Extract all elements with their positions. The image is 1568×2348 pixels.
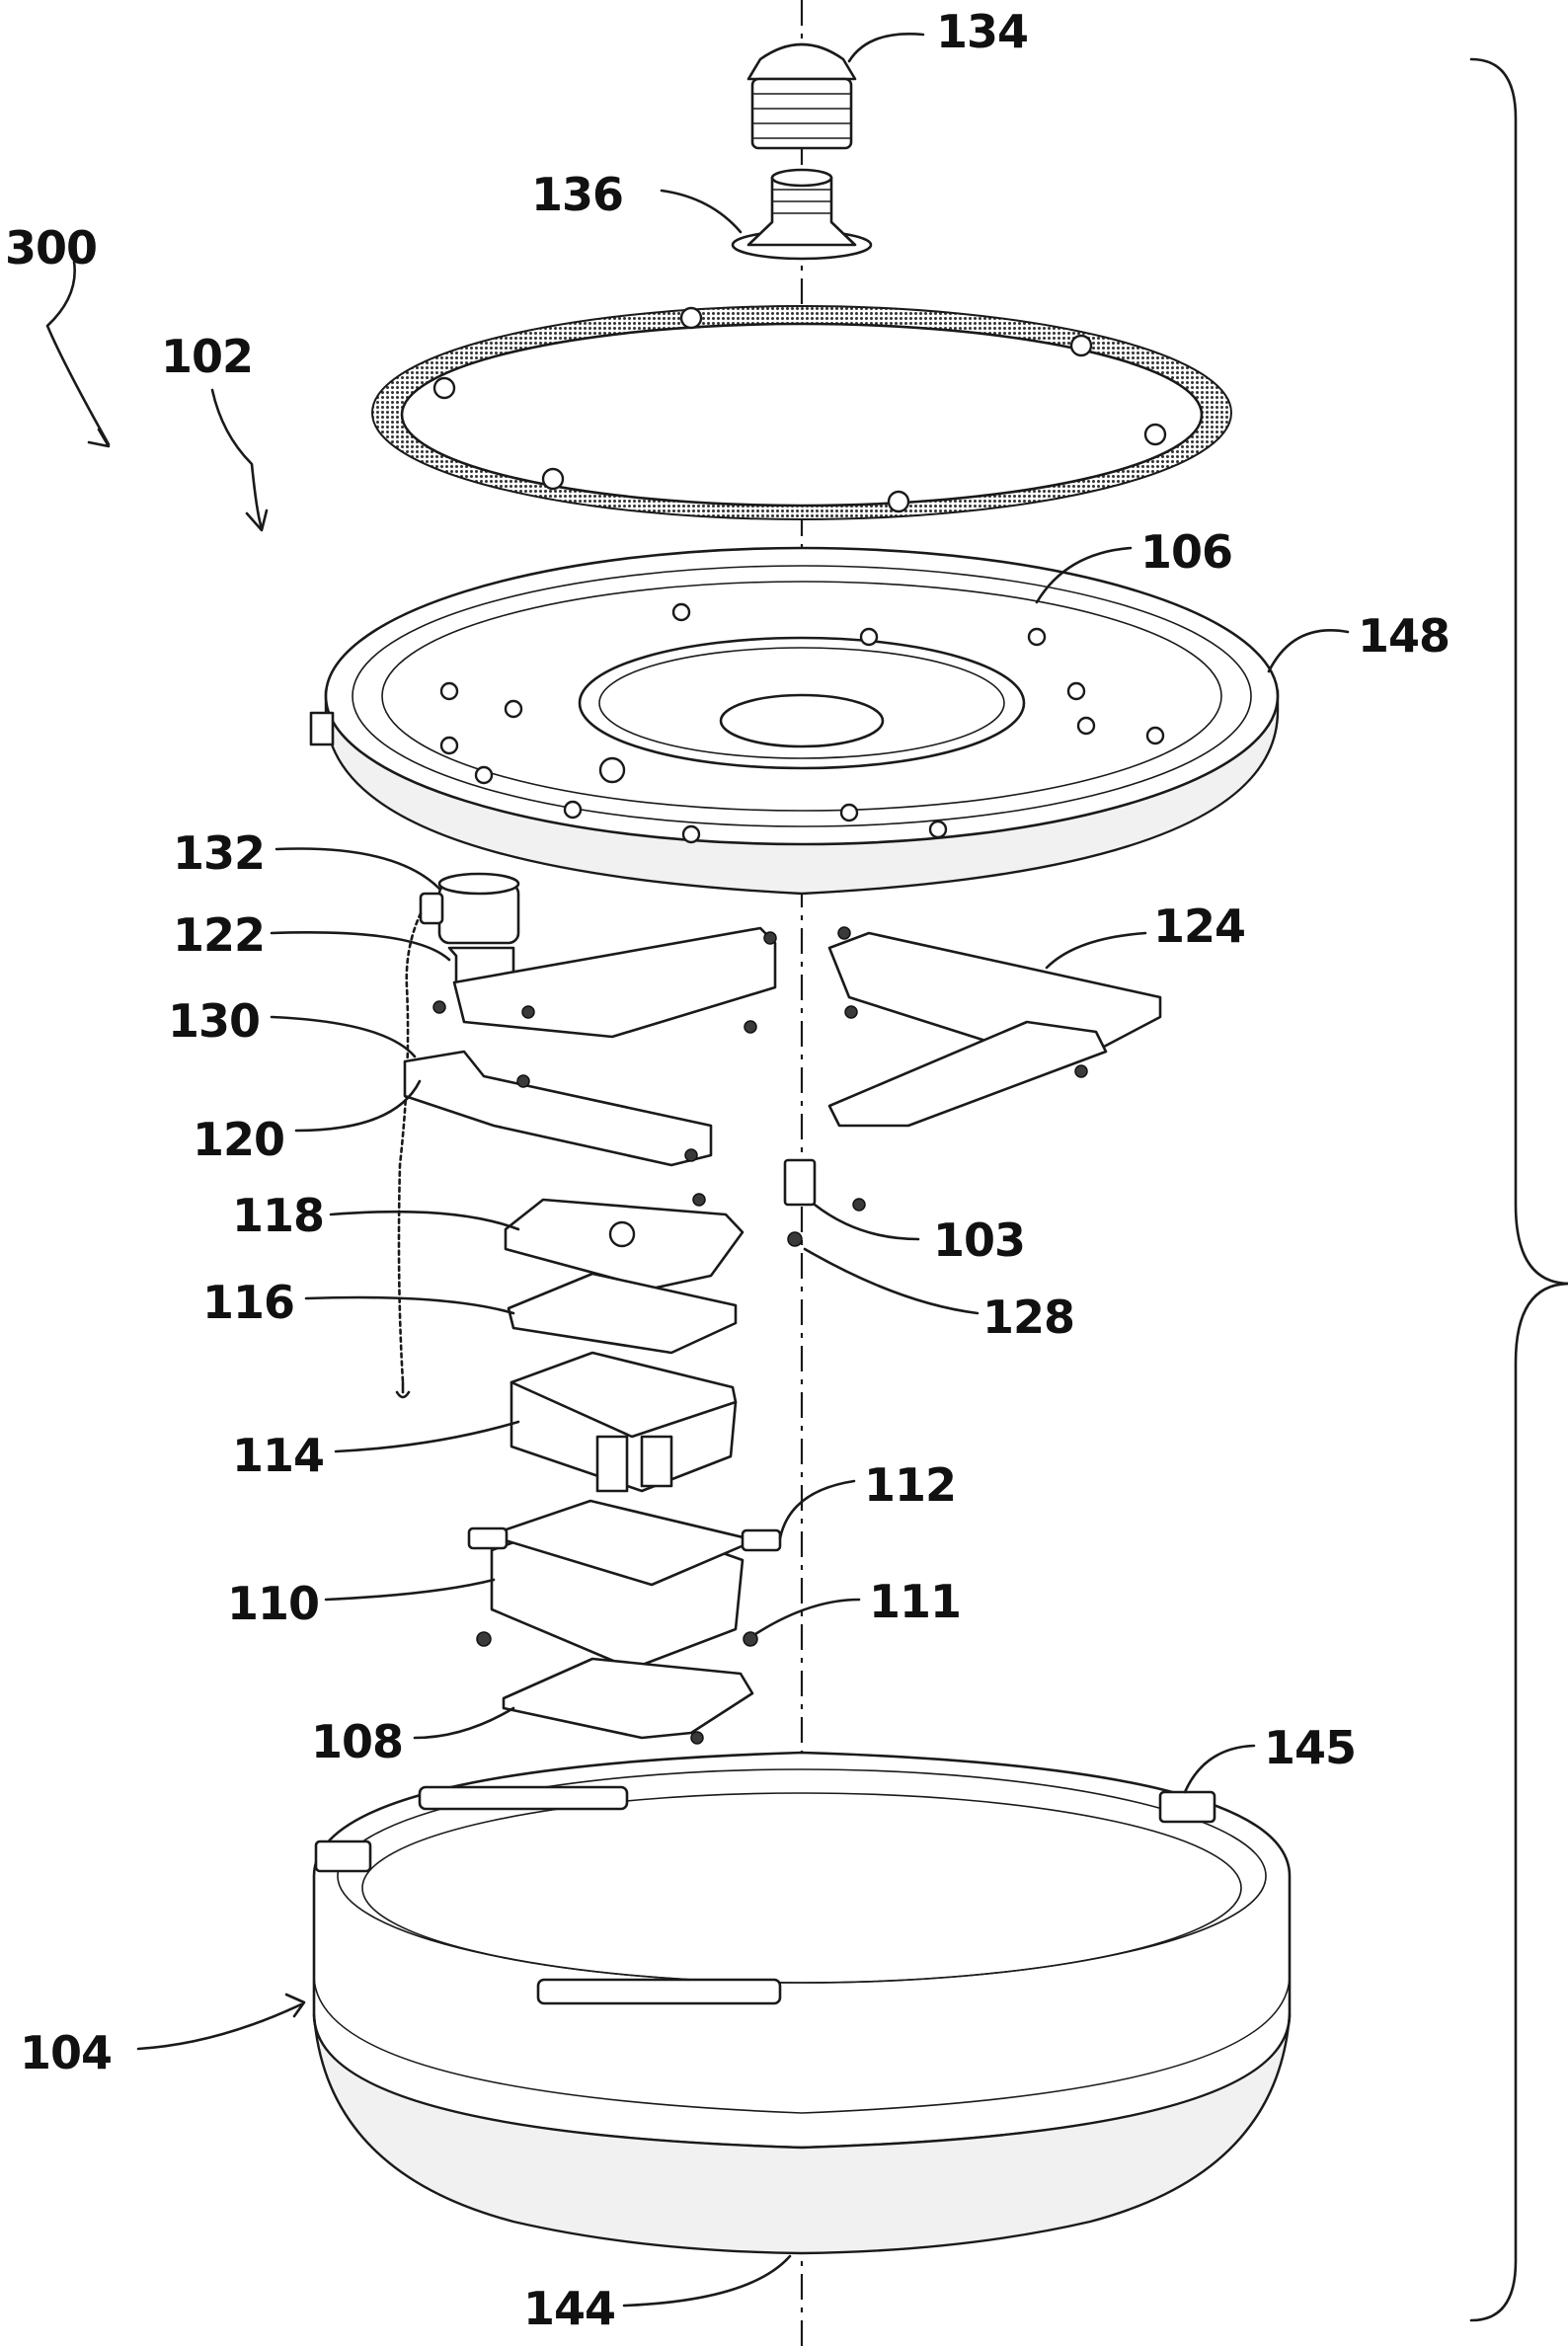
label-106: 106 bbox=[1140, 525, 1232, 579]
label-300: 300 bbox=[5, 221, 97, 274]
label-116: 116 bbox=[202, 1276, 294, 1329]
label-128: 128 bbox=[982, 1291, 1074, 1344]
part-116-insulating-pad bbox=[509, 1274, 736, 1353]
label-114: 114 bbox=[232, 1429, 324, 1482]
label-132: 132 bbox=[173, 826, 265, 880]
label-110: 110 bbox=[227, 1577, 319, 1630]
label-102: 102 bbox=[161, 330, 253, 383]
label-104: 104 bbox=[20, 2026, 112, 2079]
assembly-brace bbox=[1471, 59, 1568, 2320]
label-130: 130 bbox=[168, 994, 260, 1048]
part-103-connector bbox=[785, 1160, 815, 1205]
part-114-led-module bbox=[511, 1353, 736, 1491]
gasket-ring bbox=[372, 306, 1231, 519]
part-120-driver-board bbox=[405, 1052, 711, 1165]
label-112: 112 bbox=[864, 1458, 956, 1512]
part-134-socket bbox=[748, 44, 855, 148]
part-104-lens-cover bbox=[314, 1753, 1290, 2253]
label-145: 145 bbox=[1264, 1721, 1356, 1774]
part-106-mounting-plate bbox=[311, 548, 1278, 894]
part-108-bottom-plate bbox=[504, 1659, 752, 1738]
part-136-threaded-base bbox=[733, 170, 871, 259]
label-122: 122 bbox=[173, 908, 265, 962]
label-103: 103 bbox=[933, 1213, 1025, 1267]
left-circuit-board bbox=[454, 928, 775, 1037]
lower-right-circuit-board bbox=[829, 1022, 1106, 1126]
label-120: 120 bbox=[193, 1113, 284, 1166]
label-134: 134 bbox=[936, 5, 1028, 58]
part-118-heat-plate bbox=[506, 1200, 743, 1289]
label-136: 136 bbox=[531, 168, 623, 221]
part-110-housing-box bbox=[469, 1501, 780, 1669]
label-148: 148 bbox=[1358, 609, 1450, 663]
label-108: 108 bbox=[311, 1715, 403, 1768]
label-118: 118 bbox=[232, 1189, 324, 1242]
label-111: 111 bbox=[869, 1575, 961, 1628]
part-130-pull-chain bbox=[399, 913, 421, 1382]
label-144: 144 bbox=[523, 2282, 615, 2335]
pull-chain-end bbox=[397, 1382, 409, 1397]
label-124: 124 bbox=[1153, 900, 1245, 953]
